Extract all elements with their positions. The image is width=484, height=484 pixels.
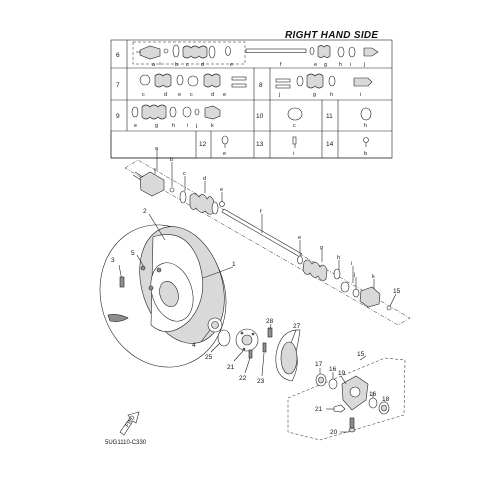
row-9-assembly: [131, 104, 221, 120]
row-13-clip: [292, 136, 297, 145]
part-number-5: 4: [192, 342, 196, 349]
shaft-callout: g: [320, 245, 323, 251]
part-number-17: 16: [329, 366, 337, 373]
wheel-tire: [99, 224, 227, 368]
part-number-20: 19: [338, 370, 346, 377]
table-callout: e: [223, 151, 226, 157]
table-callout: f: [280, 62, 282, 68]
table-row-number: 11: [326, 113, 333, 120]
table-row-number: 9: [116, 113, 120, 120]
table-callout: d: [164, 92, 167, 98]
table-callout: j: [278, 92, 280, 98]
hub-assembly: [200, 317, 301, 382]
table-callout: g: [313, 92, 316, 98]
shaft-callout: a: [155, 146, 159, 152]
part-number-22: 21: [315, 406, 323, 413]
table-callout: e: [230, 62, 233, 68]
part-number-17: 16: [369, 391, 377, 398]
row-7-assembly: [139, 73, 247, 88]
table-callout: j: [195, 123, 197, 129]
table-callout: i: [293, 151, 294, 157]
shaft-callout: b: [170, 157, 173, 163]
part-number-2: 2: [143, 208, 147, 215]
table-callout: i: [187, 123, 188, 129]
table-row-number: 12: [199, 141, 207, 148]
reference-table: 6 7 8 9 10 11 12 13 14 a b c d: [110, 39, 393, 159]
drive-shaft-group: [124, 150, 411, 326]
table-callout: e: [314, 62, 317, 68]
row-12-ring: [221, 135, 229, 145]
shaft-callout: j: [353, 272, 355, 278]
table-callout: g: [324, 62, 327, 68]
table-callout: c: [190, 92, 193, 98]
shaft-callout: f: [260, 209, 262, 215]
table-callout: i: [350, 62, 351, 68]
row-14-ring: [363, 137, 369, 143]
knuckle-assembly: [287, 355, 406, 441]
shaft-callout: d: [203, 176, 206, 182]
shaft-callout: c: [183, 171, 186, 177]
shaft-callout: e: [298, 235, 301, 241]
table-callout: c: [142, 92, 145, 98]
table-callout: h: [364, 123, 367, 129]
part-number-15: 15: [393, 288, 401, 295]
table-callout: h: [172, 123, 175, 129]
table-callout: e: [178, 92, 181, 98]
shaft-callout: e: [220, 187, 223, 193]
shaft-callout: i: [351, 261, 352, 267]
table-row-number: 6: [116, 52, 120, 59]
part-number-25: 23: [257, 378, 265, 385]
table-callout: g: [155, 123, 158, 129]
table-callout: h: [339, 62, 342, 68]
shaft-callout: h: [337, 255, 340, 261]
part-number-1: 1: [232, 261, 236, 268]
table-callout: i: [360, 92, 361, 98]
fwd-arrow-icon: FWD: [119, 411, 140, 436]
table-callout: a: [152, 62, 156, 68]
table-callout: h: [330, 92, 333, 98]
shaft-callout: k: [372, 274, 375, 280]
table-callout: k: [211, 123, 214, 129]
table-row-number: 8: [259, 82, 263, 89]
diagram-code: 5UG1110-C330: [105, 440, 147, 446]
row-8-assembly: [275, 73, 373, 89]
table-callout: e: [134, 123, 137, 129]
table-callout: j: [363, 62, 365, 68]
part-number-4: 5: [131, 250, 135, 257]
part-number-27: 27: [293, 323, 301, 330]
table-callout: e: [223, 92, 226, 98]
row-10-ring: [287, 107, 303, 121]
part-number-18: 17: [315, 361, 323, 368]
table-row-number: 10: [256, 113, 264, 120]
part-number-3: 3: [111, 257, 115, 264]
part-number-24: 22: [239, 375, 247, 382]
part-number-26: 25: [205, 354, 213, 361]
part-number-28: 28: [266, 318, 274, 325]
table-callout: d: [201, 62, 204, 68]
table-row-number: 13: [256, 141, 264, 148]
part-number-16: 15: [357, 351, 365, 358]
row-11-ring: [360, 107, 372, 121]
part-number-21: 20: [330, 429, 338, 436]
table-callout: b: [175, 62, 178, 68]
table-callout: c: [186, 62, 189, 68]
table-callout: c: [293, 123, 296, 129]
table-row-number: 7: [116, 82, 120, 89]
table-callout: d: [211, 92, 214, 98]
diagram-title: RIGHT HAND SIDE: [285, 30, 378, 41]
part-number-23: 21: [227, 364, 235, 371]
table-row-number: 14: [326, 141, 334, 148]
row-6-assembly: [132, 41, 379, 65]
part-number-19: 18: [382, 396, 390, 403]
table-callout: b: [364, 151, 367, 157]
